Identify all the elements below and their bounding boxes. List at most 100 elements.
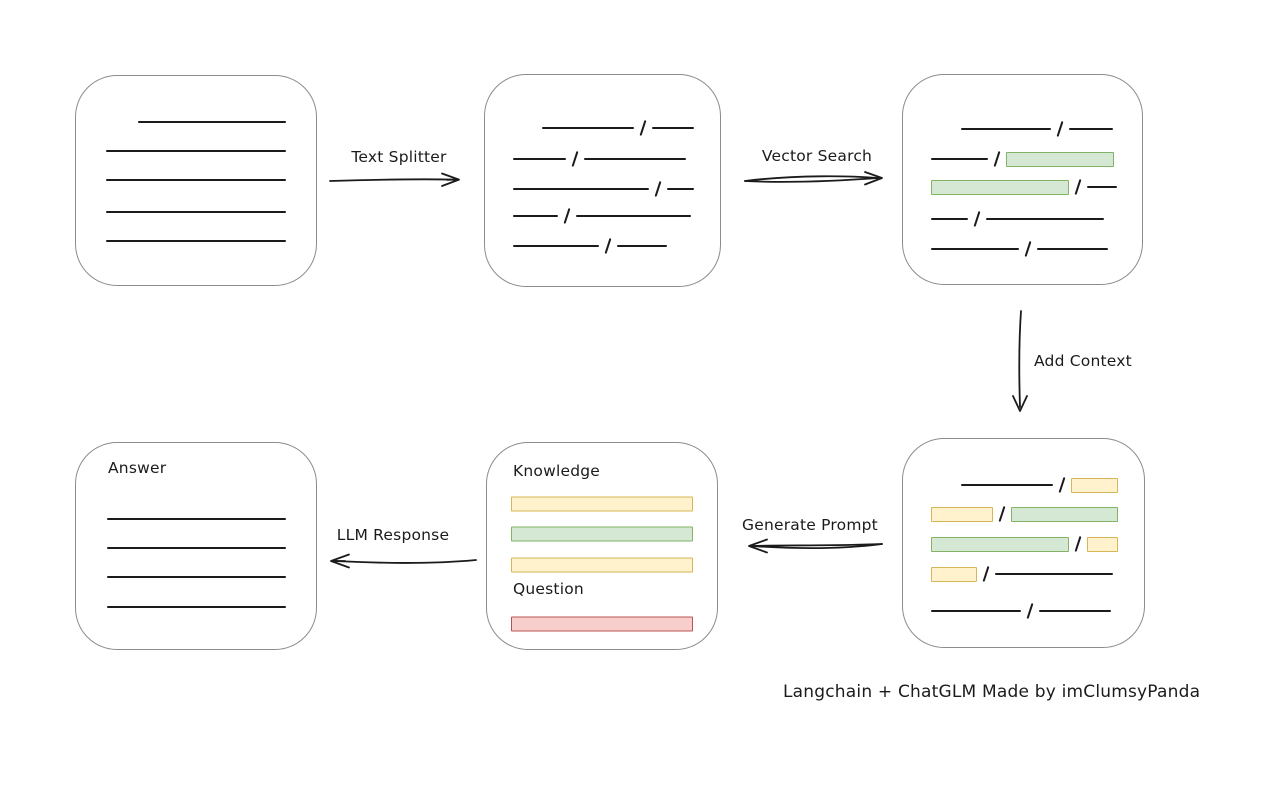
text-row	[106, 150, 286, 152]
add-context-arrow	[1012, 310, 1028, 412]
generate-prompt-arrow	[748, 538, 883, 554]
slash-mark	[1024, 241, 1032, 257]
text-row	[138, 121, 286, 123]
vector-search-result-box	[902, 74, 1143, 285]
text-line-placeholder	[995, 573, 1114, 575]
yellow-highlight-bar	[1071, 477, 1119, 493]
text-line-placeholder	[138, 121, 286, 123]
text-row	[513, 181, 695, 197]
green-highlight-bar	[511, 526, 693, 542]
text-line-placeholder	[107, 606, 286, 608]
split-text-box	[484, 74, 721, 287]
text-row	[511, 616, 693, 632]
text-row	[513, 151, 687, 167]
slash-mark	[1026, 603, 1034, 619]
text-line-placeholder	[107, 518, 286, 520]
vector-search-label: Vector Search	[761, 147, 873, 165]
text-line-placeholder	[667, 188, 695, 190]
text-line-placeholder	[1069, 128, 1114, 130]
slash-mark	[998, 506, 1006, 522]
slash-mark	[654, 181, 662, 197]
text-line-placeholder	[106, 240, 286, 242]
text-row	[931, 566, 1114, 582]
text-line-placeholder	[1037, 248, 1109, 250]
green-highlight-bar	[1006, 151, 1115, 167]
text-row	[931, 536, 1119, 552]
answer-box: Answer	[75, 442, 317, 650]
credit-text: Langchain + ChatGLM Made by imClumsyPand…	[783, 682, 1201, 702]
slash-mark	[993, 151, 1001, 167]
text-row	[542, 120, 695, 136]
text-line-placeholder	[1039, 610, 1112, 612]
text-line-placeholder	[513, 188, 649, 190]
text-row	[961, 121, 1114, 137]
text-row	[931, 506, 1119, 522]
text-line-placeholder	[513, 245, 599, 247]
slash-mark	[604, 238, 612, 254]
slash-mark	[563, 208, 571, 224]
text-line-placeholder	[931, 218, 968, 220]
knowledge-label: Knowledge	[513, 462, 601, 480]
text-line-placeholder	[576, 215, 692, 217]
text-row	[106, 179, 286, 181]
text-line-placeholder	[931, 248, 1019, 250]
text-line-placeholder	[961, 128, 1051, 130]
text-row	[513, 238, 668, 254]
text-row	[106, 240, 286, 242]
slash-mark	[973, 211, 981, 227]
yellow-highlight-bar	[931, 506, 993, 522]
source-document-box	[75, 75, 317, 286]
text-line-placeholder	[652, 127, 695, 129]
yellow-highlight-bar	[1087, 536, 1119, 552]
text-row	[511, 496, 693, 512]
green-highlight-bar	[931, 179, 1069, 195]
text-line-placeholder	[617, 245, 668, 247]
text-line-placeholder	[106, 211, 286, 213]
text-line-placeholder	[107, 547, 286, 549]
text-line-placeholder	[106, 179, 286, 181]
yellow-highlight-bar	[511, 557, 693, 573]
text-line-placeholder	[961, 484, 1053, 486]
add-context-label: Add Context	[1034, 352, 1132, 370]
text-line-placeholder	[986, 218, 1105, 220]
llm-response-label: LLM Response	[336, 526, 450, 544]
text-row	[931, 151, 1115, 167]
slash-mark	[639, 120, 647, 136]
text-row	[107, 606, 286, 608]
text-row	[107, 576, 286, 578]
answer-label: Answer	[108, 459, 167, 477]
vector-search-arrow	[744, 171, 883, 186]
slash-mark	[1074, 536, 1082, 552]
text-row	[511, 526, 693, 542]
context-box	[902, 438, 1145, 648]
text-row	[107, 547, 286, 549]
text-row	[931, 211, 1105, 227]
text-row	[513, 208, 692, 224]
generate-prompt-label: Generate Prompt	[742, 516, 878, 534]
question-label: Question	[513, 580, 584, 598]
text-line-placeholder	[542, 127, 634, 129]
slash-mark	[571, 151, 579, 167]
green-highlight-bar	[1011, 506, 1119, 522]
text-row	[107, 518, 286, 520]
text-splitter-arrow	[329, 172, 460, 187]
text-line-placeholder	[106, 150, 286, 152]
text-line-placeholder	[513, 158, 566, 160]
red-highlight-bar	[511, 616, 693, 632]
slash-mark	[982, 566, 990, 582]
prompt-box: Knowledge Question	[486, 442, 718, 650]
text-row	[511, 557, 693, 573]
text-line-placeholder	[513, 215, 558, 217]
text-line-placeholder	[931, 610, 1021, 612]
text-row	[931, 603, 1112, 619]
text-row	[931, 179, 1118, 195]
text-row	[931, 241, 1109, 257]
slash-mark	[1058, 477, 1066, 493]
slash-mark	[1056, 121, 1064, 137]
text-line-placeholder	[584, 158, 687, 160]
yellow-highlight-bar	[511, 496, 693, 512]
text-line-placeholder	[107, 576, 286, 578]
text-line-placeholder	[1087, 186, 1118, 188]
text-row	[106, 211, 286, 213]
